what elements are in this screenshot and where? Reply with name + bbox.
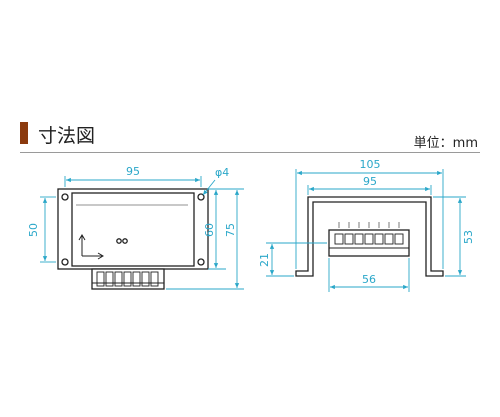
side-width-label: 95 — [363, 175, 377, 188]
front-cover — [71, 192, 195, 267]
mount-hole-icon — [197, 193, 205, 201]
hole-diameter-label: φ4 — [215, 166, 229, 179]
side-foot-height-label: 21 — [258, 253, 271, 267]
front-view — [57, 188, 209, 290]
front-terminal-block — [91, 268, 165, 290]
mount-hole-icon — [197, 258, 205, 266]
side-body — [295, 196, 444, 277]
unit-label: 単位：mm — [413, 136, 478, 151]
front-dimensions — [40, 176, 244, 290]
mount-hole-icon — [61, 258, 69, 266]
section-title: 寸法図 — [38, 125, 96, 147]
front-total-height-label: 75 — [224, 223, 237, 237]
mount-hole-icon — [61, 193, 69, 201]
side-terminal-screws — [334, 233, 404, 245]
front-depth-label: 60 — [203, 223, 216, 237]
front-width-label: 95 — [126, 165, 140, 178]
side-overall-width-label: 105 — [360, 158, 381, 171]
header-divider — [20, 152, 480, 153]
side-view — [295, 196, 444, 277]
side-dimensions — [266, 169, 466, 292]
terminal-screws — [96, 271, 159, 287]
front-height-label: 50 — [27, 223, 40, 237]
terminal-markings — [338, 222, 400, 228]
side-terminal-span-label: 56 — [362, 273, 376, 286]
side-height-label: 53 — [462, 230, 475, 244]
indicator-led-icon — [116, 238, 122, 244]
axis-arrow-icon — [78, 234, 104, 260]
section-marker — [20, 122, 28, 144]
indicator-led-icon — [122, 238, 128, 244]
